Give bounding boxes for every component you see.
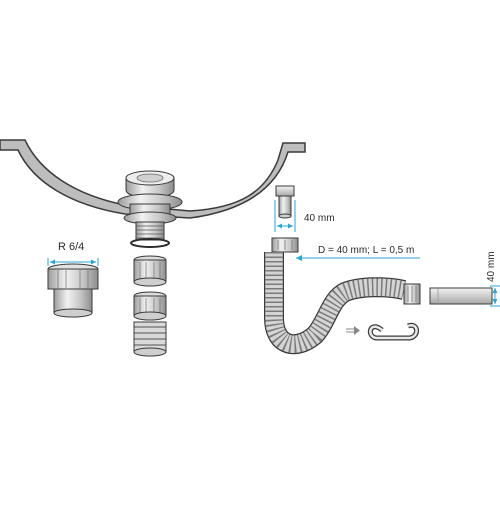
hose-spec-callout: D = 40 mm; L = 0,5 m bbox=[296, 245, 420, 261]
thread-size-label: R 6/4 bbox=[58, 241, 84, 253]
coupling-nut-lower bbox=[133, 291, 167, 321]
sink-basin bbox=[0, 139, 306, 219]
drain-valve bbox=[117, 170, 183, 241]
thread-adapter bbox=[47, 263, 99, 318]
arrow-to-clip bbox=[346, 326, 360, 335]
hose-spec-label: D = 40 mm; L = 0,5 m bbox=[318, 245, 414, 256]
wall-outlet-spigot bbox=[275, 185, 295, 219]
hose-clip bbox=[367, 322, 419, 341]
adapter-height-label: 40 mm bbox=[486, 251, 497, 282]
adapter-height-dimension: 40 mm bbox=[486, 251, 500, 307]
thread-size-dimension: R 6/4 bbox=[47, 241, 99, 266]
outlet-width-dimension: 40 mm bbox=[274, 200, 335, 232]
outlet-width-label: 40 mm bbox=[304, 213, 335, 224]
wall-adapter bbox=[429, 287, 493, 305]
coupling-nut-upper bbox=[133, 255, 167, 287]
o-ring bbox=[130, 238, 170, 248]
corrugated-tailpiece bbox=[133, 321, 167, 357]
flexible-siphon-hose bbox=[264, 237, 421, 355]
